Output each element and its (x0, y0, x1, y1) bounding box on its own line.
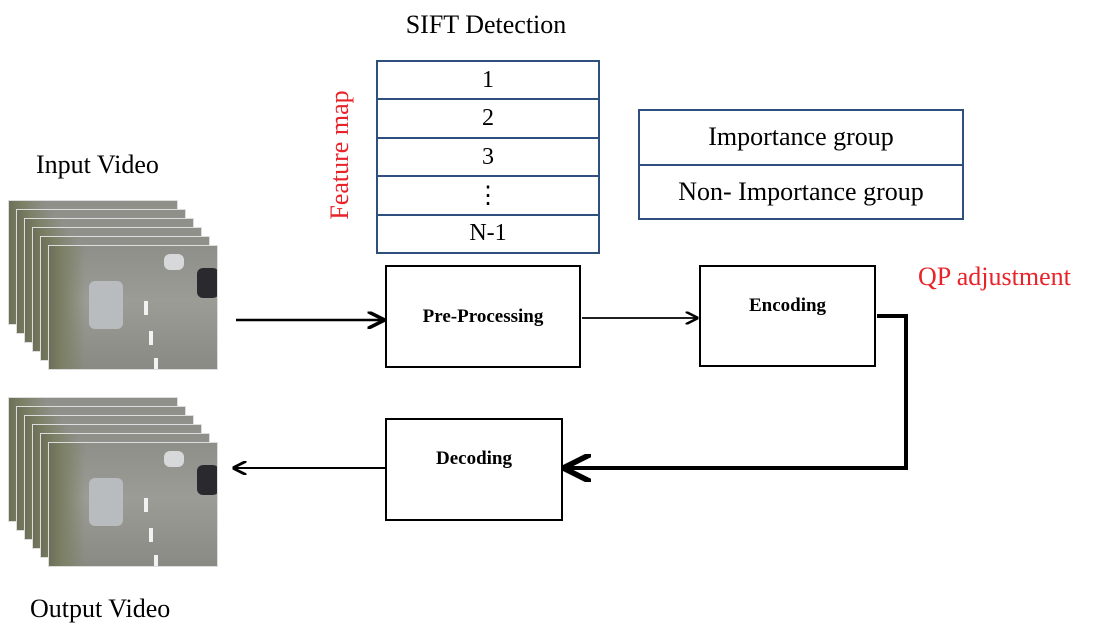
arrow-encoding-to-decoding (566, 314, 908, 468)
input-video-frames-icon (8, 200, 218, 415)
feature-map-row-ellipsis: ⋮ (378, 177, 598, 216)
video-frame (48, 245, 218, 370)
input-video-label: Input Video (36, 150, 159, 179)
qp-adjustment-label: QP adjustment (918, 262, 1071, 291)
encoding-label: Encoding (748, 295, 827, 316)
decoding-block: Decoding (385, 418, 563, 521)
group-table: Importance group Non- Importance group (638, 109, 964, 220)
decoding-label: Decoding (436, 448, 512, 469)
feature-map-row-n-1: N-1 (469, 220, 507, 247)
feature-map-row-3: 3 (378, 139, 598, 178)
output-video-frames-icon (8, 397, 218, 612)
sift-detection-title: SIFT Detection (405, 10, 567, 39)
preprocessing-label: Pre-Processing (422, 305, 544, 327)
encoding-block: Encoding (699, 265, 876, 367)
feature-map-row-1: 1 (378, 62, 598, 101)
non-importance-group: Non- Importance group (678, 176, 924, 206)
video-frame (48, 442, 218, 567)
feature-map-table: 1 2 3 ⋮ N-1 (376, 60, 600, 254)
feature-map-row-2: 2 (378, 100, 598, 139)
preprocessing-block: Pre-Processing (385, 265, 581, 368)
output-video-label: Output Video (30, 594, 171, 623)
importance-group: Importance group (640, 111, 962, 166)
